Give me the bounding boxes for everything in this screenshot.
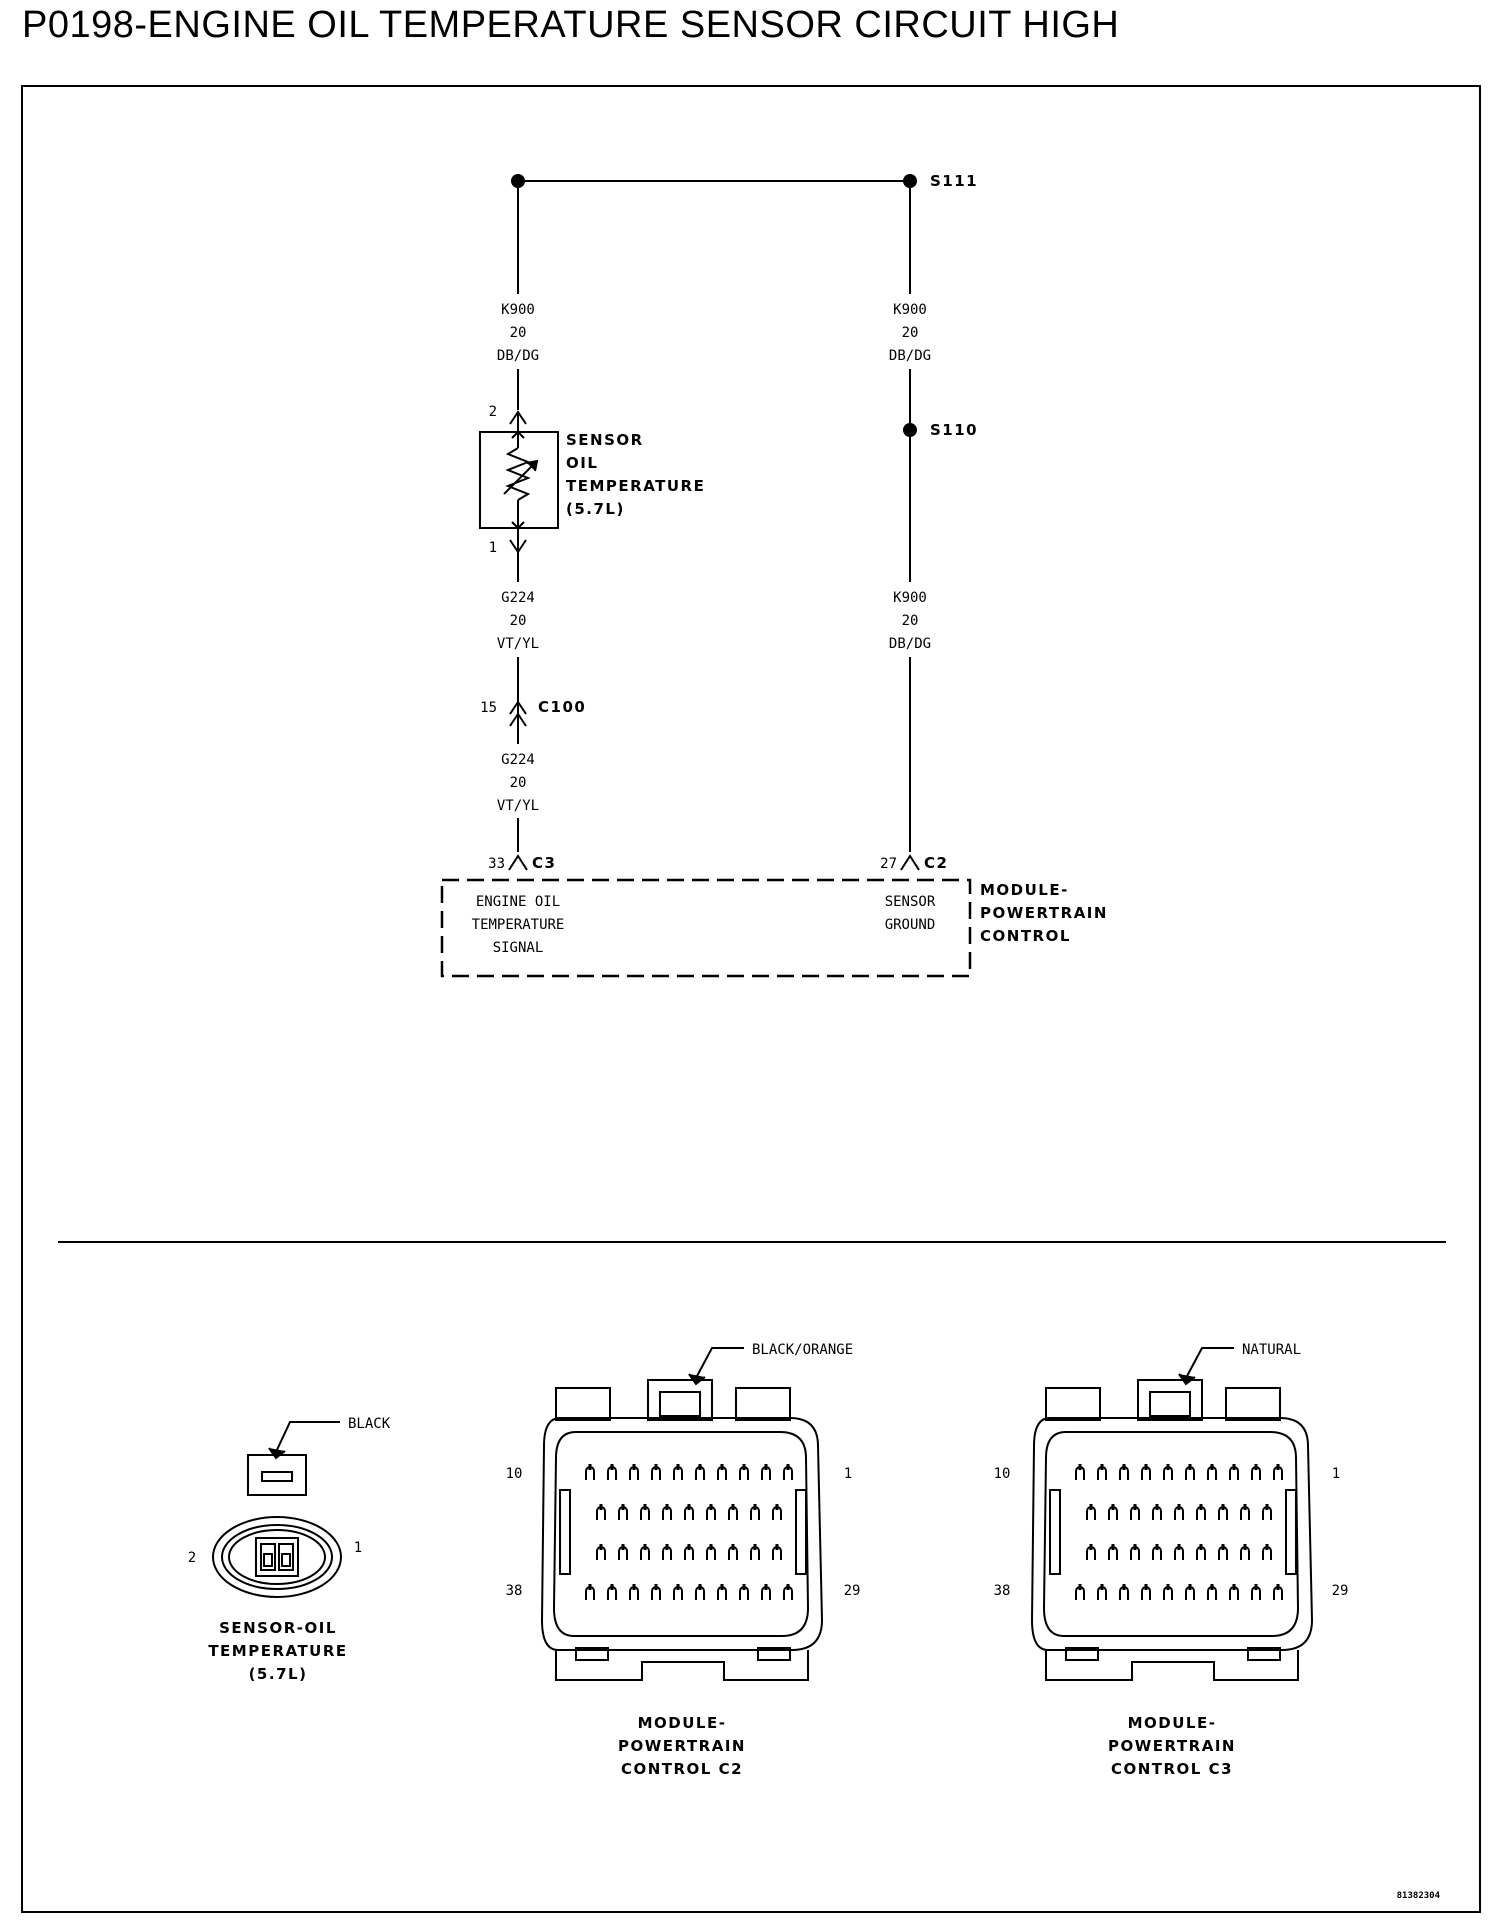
pcm-ground-label: GROUND	[885, 917, 936, 933]
oil-temperature-sensor-symbol	[479, 410, 559, 554]
wire-circuit-label: K900	[893, 302, 927, 318]
c2-connector-caption: POWERTRAIN	[618, 1737, 746, 1755]
wire-color-label: VT/YL	[497, 636, 539, 652]
sensor-label: OIL	[566, 454, 598, 472]
c2-pin-38: 38	[506, 1583, 523, 1599]
wire-color-label: DB/DG	[497, 348, 539, 364]
sensor-connector-pin-2: 2	[188, 1550, 196, 1566]
pcm-c2-connector-view	[540, 1347, 824, 1681]
c2-connector-color: BLACK/ORANGE	[752, 1342, 853, 1358]
pcm-module-name: CONTROL	[980, 927, 1071, 945]
sensor-connector-color: BLACK	[348, 1416, 391, 1432]
sensor-label: SENSOR	[566, 431, 644, 449]
pcm-connector-c3: C3	[532, 854, 556, 872]
wire-gauge-label: 20	[902, 325, 919, 341]
pcm-ground-label: SENSOR	[885, 894, 936, 910]
wire-color-label: VT/YL	[497, 798, 539, 814]
sensor-connector-caption: SENSOR-OIL	[219, 1619, 337, 1637]
diagram-frame	[21, 85, 1481, 1913]
pcm-connector-c2: C2	[924, 854, 948, 872]
wire-gauge-label: 20	[510, 613, 527, 629]
splice-label-s111: S111	[930, 172, 978, 190]
c3-connector-caption: POWERTRAIN	[1108, 1737, 1236, 1755]
c2-pin-1: 1	[844, 1466, 852, 1482]
pcm-module-name: POWERTRAIN	[980, 904, 1108, 922]
wire-gauge-label: 20	[510, 775, 527, 791]
wire-color-label: DB/DG	[889, 348, 931, 364]
sensor-label: TEMPERATURE	[566, 477, 705, 495]
sensor-pin-1: 1	[489, 540, 497, 556]
sensor-connector-caption: TEMPERATURE	[208, 1642, 347, 1660]
pcm-pin-33: 33	[488, 856, 505, 872]
wire-circuit-label: K900	[893, 590, 927, 606]
inline-connector-name: C100	[538, 698, 586, 716]
c3-pin-10: 10	[994, 1466, 1011, 1482]
wire-gauge-label: 20	[510, 325, 527, 341]
c3-connector-caption: CONTROL C3	[1111, 1760, 1233, 1778]
splice-dot-s110	[903, 423, 917, 437]
splice-dot-s111	[903, 174, 917, 188]
pcm-module-name: MODULE-	[980, 881, 1069, 899]
pcm-signal-label: SIGNAL	[493, 940, 544, 956]
inline-connector-c100-symbol	[509, 696, 527, 740]
sensor-label: (5.7L)	[566, 500, 625, 518]
c3-pin-38: 38	[994, 1583, 1011, 1599]
page-title: P0198-ENGINE OIL TEMPERATURE SENSOR CIRC…	[22, 4, 1120, 46]
c2-pin-10: 10	[506, 1466, 523, 1482]
wire-circuit-label: K900	[501, 302, 535, 318]
wire-circuit-label: G224	[501, 752, 535, 768]
wire-color-label: DB/DG	[889, 636, 931, 652]
sensor-connector-caption: (5.7L)	[249, 1665, 308, 1683]
c2-connector-caption: MODULE-	[638, 1714, 727, 1732]
sensor-connector-view	[212, 1421, 342, 1598]
splice-label-s110: S110	[930, 421, 978, 439]
c2-pin-29: 29	[844, 1583, 861, 1599]
splice-dot-left	[511, 174, 525, 188]
inline-connector-pin: 15	[480, 700, 497, 716]
wire-circuit-label: G224	[501, 590, 535, 606]
sensor-connector-pin-1: 1	[354, 1540, 362, 1556]
figure-id: 81382304	[1397, 1891, 1441, 1901]
pcm-pin-27: 27	[880, 856, 897, 872]
c2-connector-caption: CONTROL C2	[621, 1760, 743, 1778]
wire-gauge-label: 20	[902, 613, 919, 629]
c3-connector-color: NATURAL	[1242, 1342, 1301, 1358]
pcm-module-box	[440, 878, 972, 978]
c3-pin-29: 29	[1332, 1583, 1349, 1599]
pcm-signal-label: TEMPERATURE	[472, 917, 565, 933]
pcm-c3-connector-view	[1030, 1347, 1314, 1681]
sensor-pin-2: 2	[489, 404, 497, 420]
c3-pin-1: 1	[1332, 1466, 1340, 1482]
pcm-terminal-c2	[900, 854, 920, 871]
pcm-signal-label: ENGINE OIL	[476, 894, 560, 910]
c3-connector-caption: MODULE-	[1128, 1714, 1217, 1732]
pcm-terminal-c3	[508, 854, 528, 871]
